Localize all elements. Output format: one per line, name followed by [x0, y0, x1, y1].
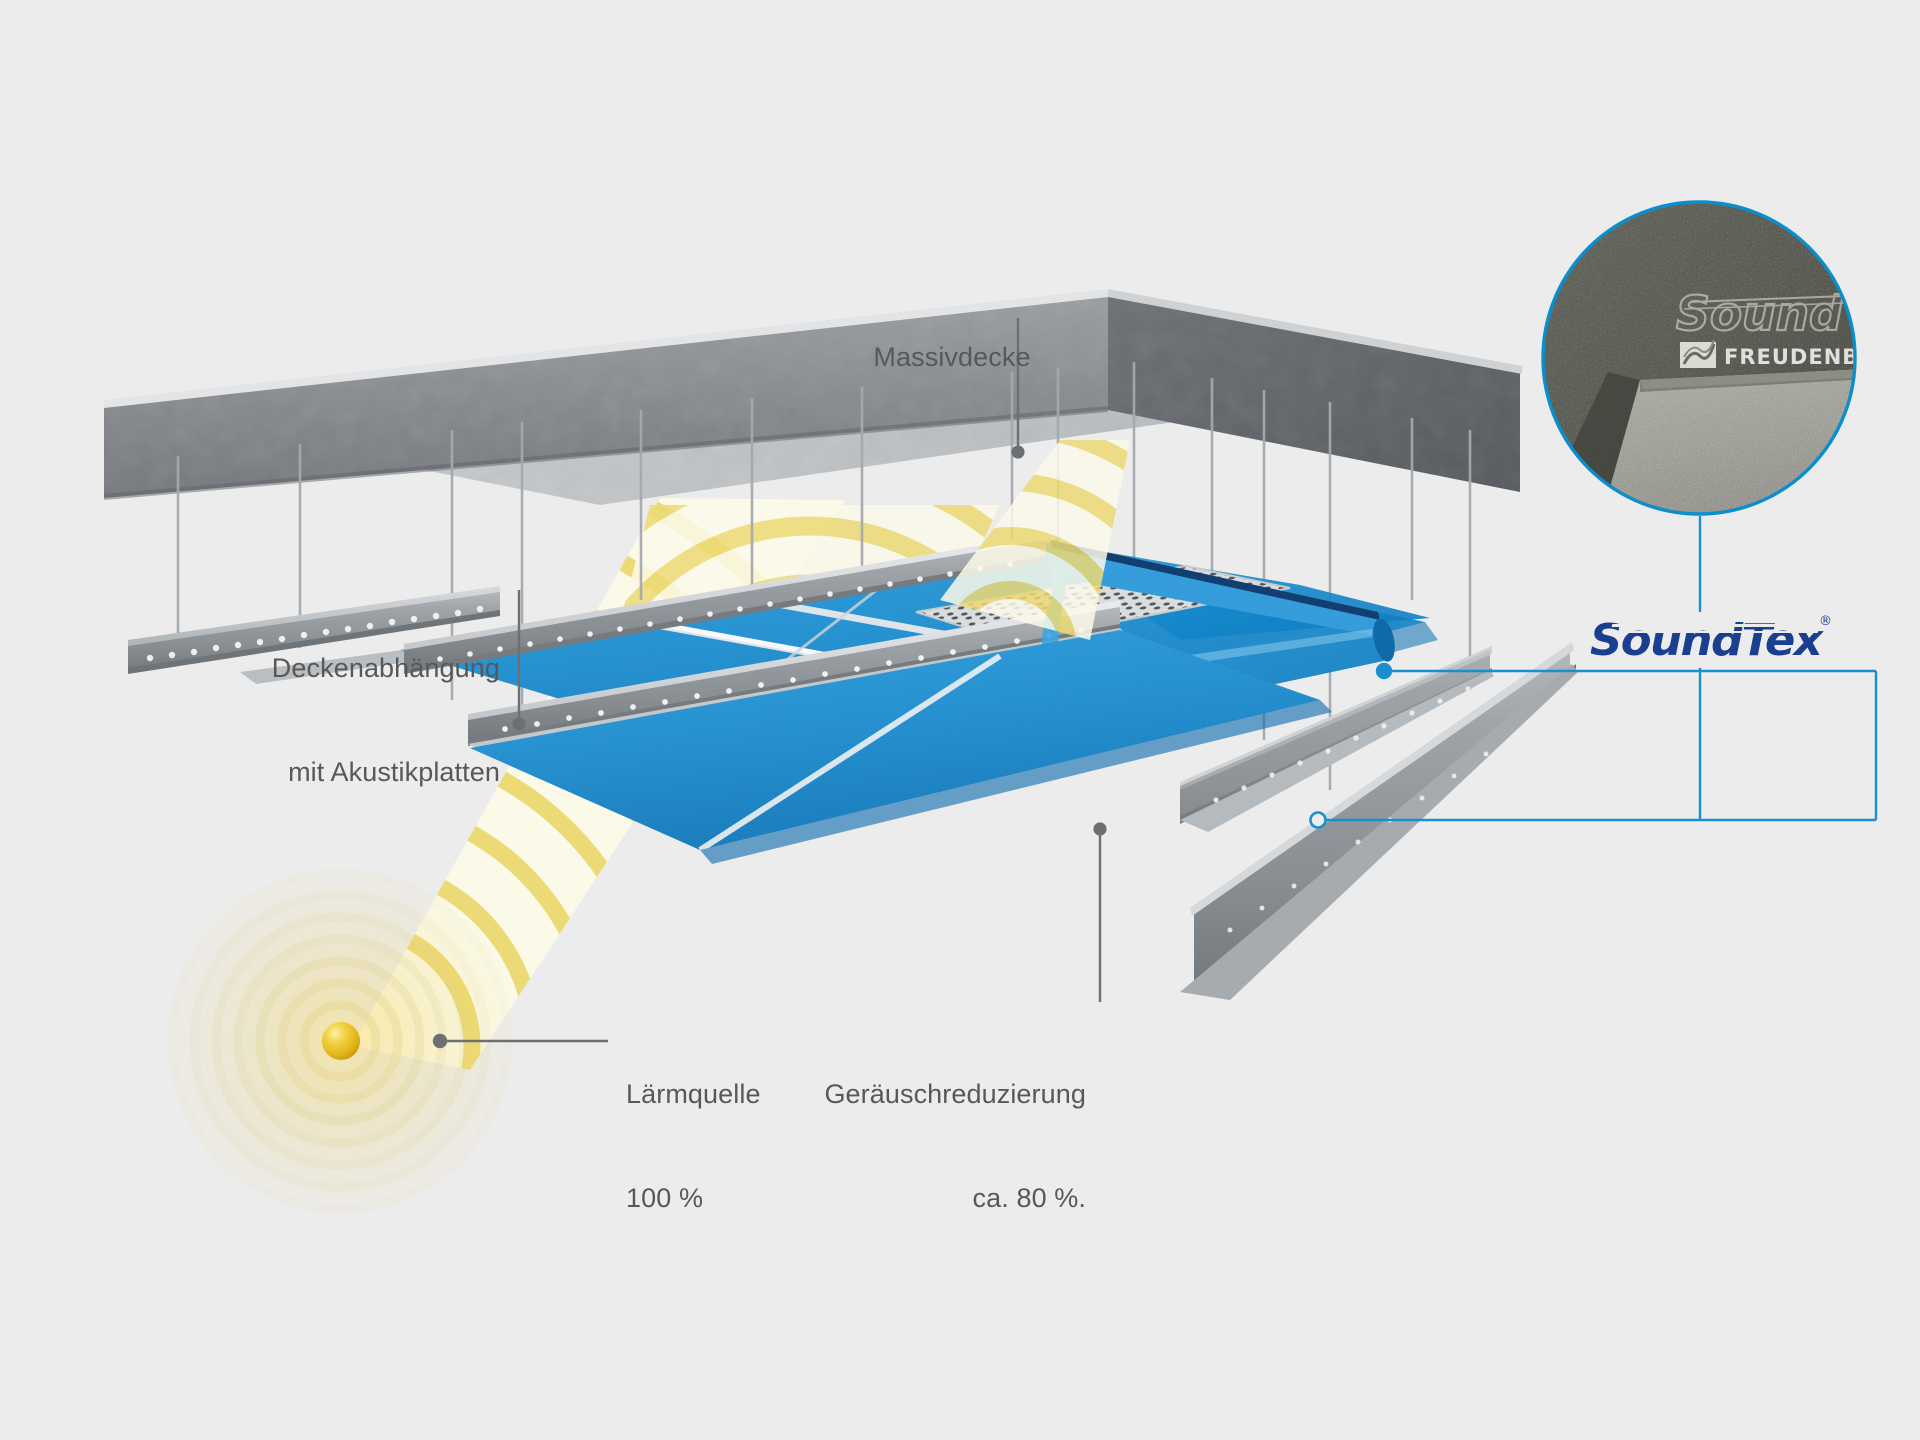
concrete-ceiling-slab: [104, 289, 1522, 505]
label-geraeuschreduzierung-line1: Geräuschreduzierung: [824, 1079, 1086, 1110]
grid-rail-foreground-right: [1180, 642, 1578, 1000]
label-deckenabhaengung-line2: mit Akustikplatten: [288, 756, 500, 787]
callout-lines-gray: [432, 318, 1107, 1049]
label-geraeuschreduzierung-line2: ca. 80 %.: [972, 1182, 1086, 1213]
inset-printed-soundtex: Sound: [1675, 286, 1845, 343]
label-deckenabhaengung: Deckenabhängung mit Akustikplatten: [180, 582, 500, 858]
svg-text:Sound: Sound: [1676, 287, 1844, 342]
label-massivdecke: Massivdecke: [843, 305, 1031, 409]
registered-trademark-icon: ®: [1819, 614, 1832, 629]
soundtex-wordmark: SoundTex: [1590, 615, 1823, 666]
noise-source: [160, 861, 520, 1221]
soundtex-logo: SoundTex ®: [1590, 612, 1832, 670]
label-massivdecke-text: Massivdecke: [873, 341, 1031, 372]
label-laermquelle-line1: Lärmquelle: [626, 1079, 761, 1110]
soundtex-logo-stripe-2: [1605, 631, 1819, 633]
svg-text:FREUDENBERG: FREUDENBERG: [1724, 345, 1910, 369]
label-geraeuschreduzierung: Geräuschreduzierung ca. 80 %.: [786, 1008, 1086, 1284]
noise-source-dot: [322, 1022, 360, 1060]
callout-lines-soundtex: [1309, 516, 1878, 829]
acoustic-panels-lower: [470, 630, 1332, 864]
label-deckenabhaengung-line1: Deckenabhängung: [271, 653, 500, 684]
label-laermquelle: Lärmquelle 100 %: [626, 1008, 886, 1284]
label-laermquelle-line2: 100 %: [626, 1182, 704, 1213]
inset-border-ring: [1541, 200, 1857, 516]
grid-rail-front-right: [1180, 646, 1494, 832]
grid-rail-main-upper: [404, 534, 1046, 674]
inset-freudenberg-logo: FREUDENBERG: [1680, 339, 1910, 369]
grid-rail-left: [128, 586, 500, 684]
soundtex-logo-stripe-1: [1611, 624, 1819, 627]
